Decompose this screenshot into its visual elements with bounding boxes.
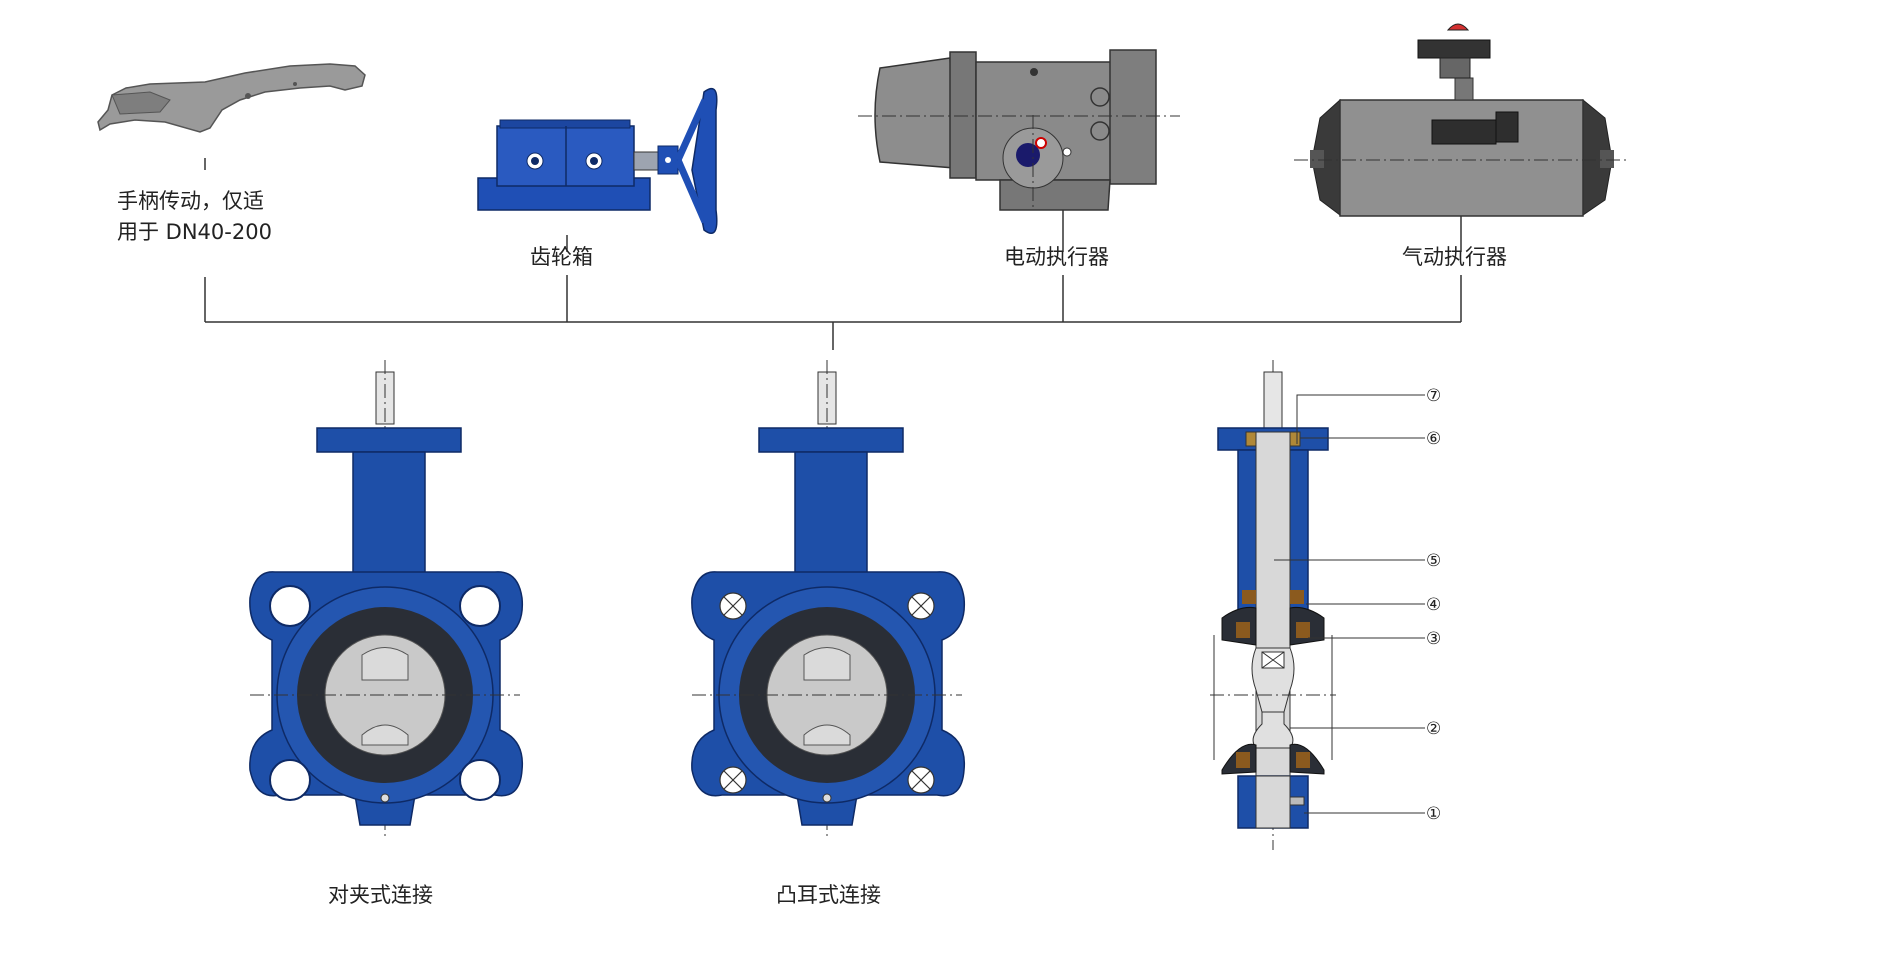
connector-lines xyxy=(204,158,1462,350)
callout-3: ③ xyxy=(1426,629,1441,649)
callout-6: ⑥ xyxy=(1426,429,1441,449)
callout-1: ① xyxy=(1426,804,1441,824)
wafer-valve-drawing xyxy=(249,360,524,840)
callout-7: ⑦ xyxy=(1426,386,1441,406)
handle-label-line1: 手柄传动，仅适 xyxy=(117,189,264,213)
callout-2: ② xyxy=(1426,719,1441,739)
handle-lever-icon xyxy=(97,63,366,133)
callout-5: ⑤ xyxy=(1426,551,1441,571)
gearbox-label: 齿轮箱 xyxy=(530,245,593,269)
pneumatic-actuator-label: 气动执行器 xyxy=(1402,245,1507,269)
wafer-connection-label: 对夹式连接 xyxy=(328,883,433,907)
section-view-drawing xyxy=(1210,360,1336,850)
lug-connection-label: 凸耳式连接 xyxy=(776,883,881,907)
lug-valve-drawing xyxy=(691,360,966,840)
callout-markers: ⑦ ⑥ ⑤ ④ ③ ② ① xyxy=(1426,386,1441,824)
electric-actuator-icon xyxy=(858,49,1180,211)
handle-label-line2: 用于 DN40-200 xyxy=(117,220,272,244)
electric-actuator-label: 电动执行器 xyxy=(1004,245,1109,269)
callout-4: ④ xyxy=(1426,595,1441,615)
callout-leaders xyxy=(1274,394,1425,814)
pneumatic-actuator-icon xyxy=(1294,23,1630,217)
gearbox-icon xyxy=(477,87,718,234)
